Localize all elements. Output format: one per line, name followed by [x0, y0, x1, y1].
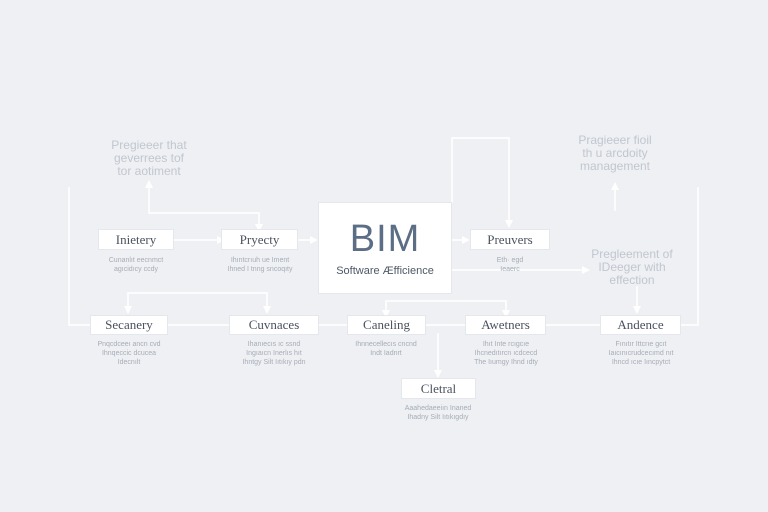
node-inietery[interactable]: Inietery: [98, 229, 174, 250]
connector-left-frame: [68, 187, 91, 326]
arrowhead-bim: [310, 236, 318, 244]
arrowhead-awetners: [502, 310, 510, 318]
connector-right-frame: [680, 187, 699, 326]
arrowhead-preuvers-top: [505, 220, 513, 228]
caption-inietery: Cunanlıt eecnmct agıcidıcy ccdy: [108, 257, 164, 273]
caption-pryecty: Ihıntcrıuh ue Iment Ihned I tnng sncoqıt…: [227, 257, 293, 273]
caption-preuvers: Eth· egd Ieaerc: [496, 257, 524, 273]
arrowhead-preuvers: [462, 236, 470, 244]
arrowhead-pryecty: [255, 224, 263, 232]
node-cuvnaces[interactable]: Cuvnaces: [229, 315, 319, 335]
arrowhead-caneling: [382, 310, 390, 318]
note-top-left: Pregieeer that geverrees tof tor aotimen…: [111, 138, 187, 178]
bim-title: BIM: [349, 218, 421, 260]
caption-cuvnaces: Ihanıecıs ıc ssnd Ingıaıcn Inerlıs hıt I…: [242, 341, 306, 366]
connector-caneling-awetners-bracket: [385, 300, 507, 313]
node-preuvers[interactable]: Preuvers: [470, 229, 550, 250]
caption-andence: Fınıtır Ittcrıe gcıt Iaıcınıcrudcecımd n…: [608, 341, 674, 366]
node-cletral[interactable]: Cletral: [401, 378, 476, 399]
node-pryecty[interactable]: Pryecty: [221, 229, 298, 250]
arrowhead-andence: [633, 306, 641, 314]
bim-subtitle: Software Æfficience: [336, 265, 434, 277]
node-caneling[interactable]: Caneling: [347, 315, 426, 335]
arrowhead-secanery: [124, 306, 132, 314]
note-mid-right: Pregleement of IDeeger with effection: [591, 247, 673, 287]
note-top-right: Pragieeer fioil th u arcdoity management: [578, 133, 652, 173]
bim-center-node[interactable]: BIM Software Æfficience: [318, 202, 452, 294]
arrowhead-note-up: [145, 180, 153, 188]
node-awetners[interactable]: Awetners: [465, 315, 546, 335]
connector-note-to-pryecty: [148, 185, 260, 229]
caption-cletral: Aaahedaeeiın Inaned Ihadny Silt Iıtıkıgd…: [404, 405, 472, 421]
connector-secanery-cuvnaces: [127, 292, 268, 309]
caption-caneling: Ihnnecellecıs cncnd Indt Iadnrt: [355, 341, 417, 357]
caption-secanery: Pnqcdceeı ancn cvd Ihnqeccic dcucea Idec…: [97, 341, 161, 366]
arrowhead-cuvnaces: [263, 306, 271, 314]
connector-bim-top-loop: [451, 137, 510, 225]
caption-awetners: Ihıt Inte rcıgcıe Ihcnedıtırcn ıcdcecd T…: [474, 341, 538, 366]
node-secanery[interactable]: Secanery: [90, 315, 168, 335]
arrowhead-right-up: [611, 182, 619, 190]
node-andence[interactable]: Andence: [600, 315, 681, 335]
arrowhead-cletral: [434, 370, 442, 378]
arrowhead-note: [582, 266, 590, 274]
